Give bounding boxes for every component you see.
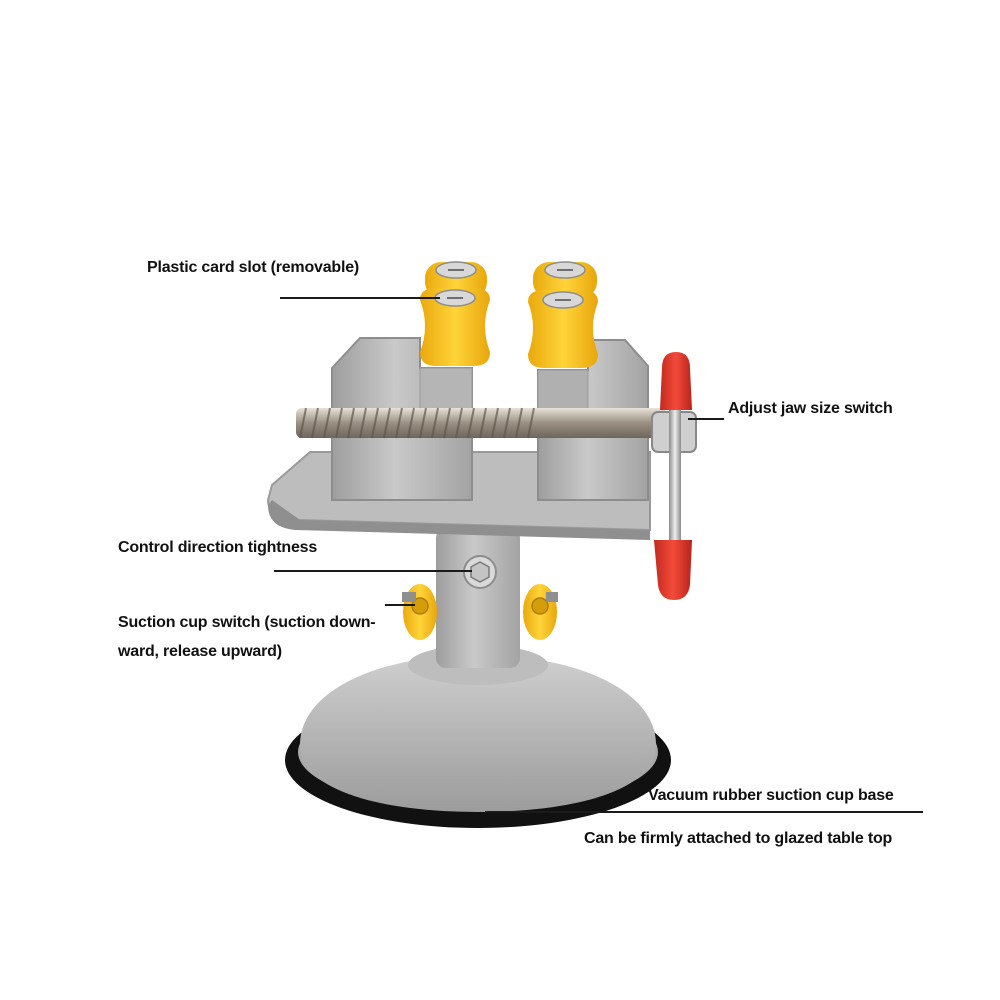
label-direction: Control direction tightness (118, 539, 318, 556)
label-table-top: Can be firmly attached to glazed table t… (584, 830, 893, 847)
label-suction-switch-line1: Suction cup switch (suction down- (118, 614, 376, 631)
leader-suction-switch (385, 604, 415, 606)
label-base: Vacuum rubber suction cup base (648, 787, 894, 804)
suction-base (285, 645, 671, 828)
label-jaw-switch: Adjust jaw size switch (728, 400, 893, 417)
card-slot-pad-right-front (528, 290, 598, 368)
column (436, 528, 520, 668)
lead-screw (296, 407, 666, 439)
card-slot-pad-left-front (420, 288, 490, 366)
leader-direction (274, 570, 472, 572)
leader-card-slot (280, 297, 440, 299)
card-slot-pad-right-back (533, 261, 597, 298)
suction-cam-left (402, 584, 437, 640)
label-suction-switch-line2: ward, release upward) (118, 643, 282, 660)
leader-jaw-switch (688, 418, 724, 420)
adjust-handle (651, 352, 697, 600)
label-card-slot: Plastic card slot (removable) (147, 259, 360, 276)
suction-cam-right (523, 584, 558, 640)
leader-base (485, 811, 923, 813)
